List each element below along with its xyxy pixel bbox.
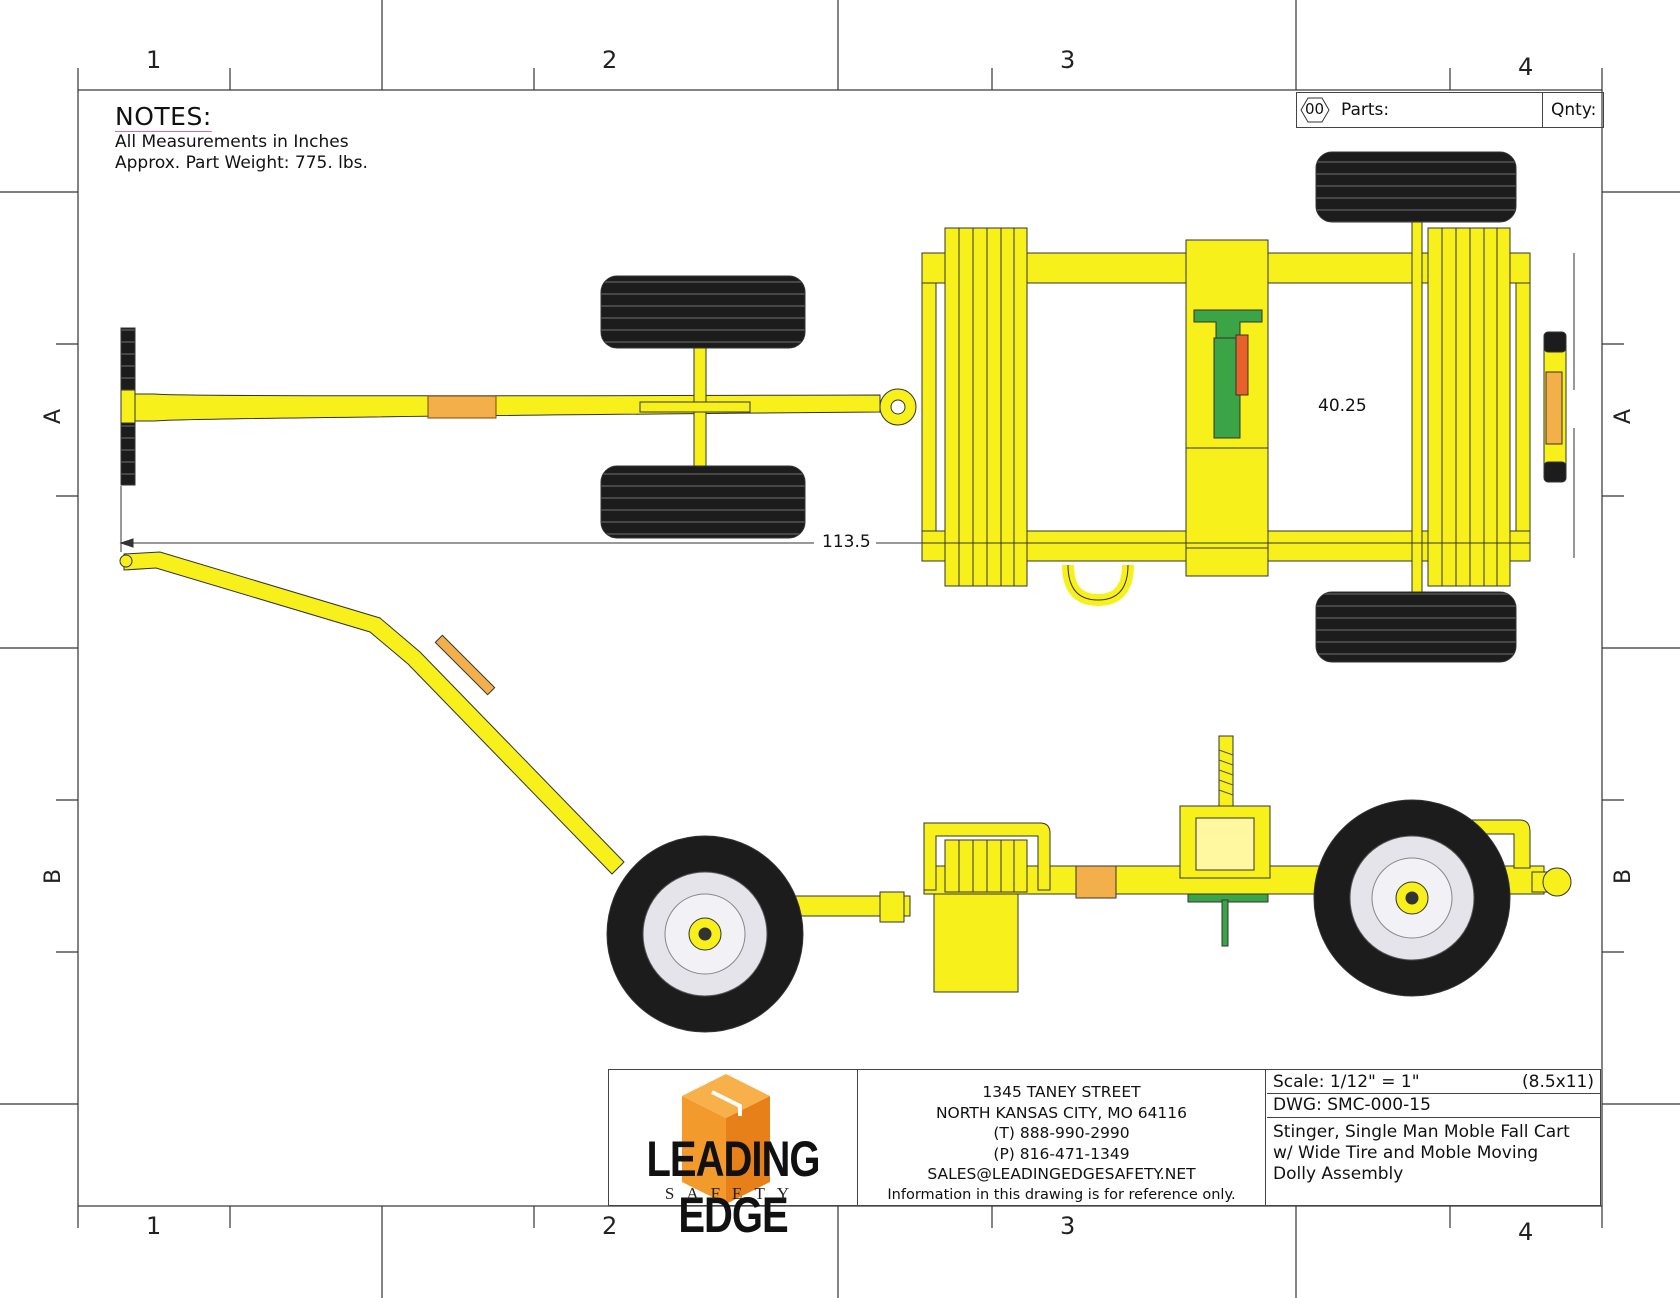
title-line-1: Stinger, Single Man Moble Fall Cart — [1273, 1122, 1570, 1142]
drawing-info: Scale: 1/12" = 1" (8.5x11) DWG: SMC-000-… — [1267, 1070, 1600, 1205]
drawing-title: Stinger, Single Man Moble Fall Cart w/ W… — [1273, 1122, 1598, 1185]
zone-col-1-top: 1 — [146, 46, 162, 74]
address-phone-t: (T) 888-990-2990 — [993, 1124, 1130, 1142]
notes-line-1: All Measurements in Inches — [115, 132, 349, 152]
sheet-size-text: (8.5x11) — [1522, 1072, 1594, 1092]
address-phone-p: (P) 816-471-1349 — [993, 1144, 1130, 1163]
qty-label: Qnty: — [1542, 93, 1596, 127]
zone-col-4-bottom: 4 — [1518, 1218, 1534, 1246]
company-address: 1345 TANEY STREET NORTH KANSAS CITY, MO … — [858, 1070, 1266, 1205]
address-disclaimer: Information in this drawing is for refer… — [887, 1186, 1236, 1203]
parts-badge-number: 00 — [1305, 100, 1325, 118]
address-line-2: NORTH KANSAS CITY, MO 64116 — [935, 1103, 1188, 1122]
top-view — [120, 151, 1567, 663]
parts-table: 00 Parts: Qnty: — [1296, 92, 1604, 128]
zone-col-2-top: 2 — [602, 46, 618, 74]
side-view — [119, 551, 1572, 1033]
zone-col-3-bottom: 3 — [1060, 1212, 1076, 1240]
notes-block: NOTES: All Measurements in Inches Approx… — [115, 103, 368, 174]
dimension-width: 40.25 — [1314, 396, 1371, 416]
drawing-number: DWG: SMC-000-15 — [1273, 1095, 1431, 1115]
title-line-3: Dolly Assembly — [1273, 1164, 1404, 1184]
address-line-1: 1345 TANEY STREET — [982, 1083, 1141, 1101]
logo-wordmark: LEADING EDGE — [646, 1132, 821, 1244]
company-logo: LEADING EDGE SAFETY — [609, 1070, 858, 1243]
title-block: LEADING EDGE SAFETY 1345 TANEY STREET NO… — [608, 1069, 1601, 1243]
dimension-lines — [119, 253, 1575, 558]
dimension-length: 113.5 — [818, 532, 875, 552]
zone-col-4-top: 4 — [1518, 53, 1534, 81]
zone-col-1-bottom: 1 — [146, 1212, 162, 1240]
logo-subtitle: SAFETY — [664, 1184, 802, 1203]
notes-line-2: Approx. Part Weight: 775. lbs. — [115, 153, 368, 173]
scale-text: Scale: 1/12" = 1" — [1273, 1072, 1420, 1092]
logo-cube — [682, 1074, 770, 1204]
zone-col-2-bottom: 2 — [602, 1212, 618, 1240]
zone-col-3-top: 3 — [1060, 46, 1076, 74]
title-line-2: w/ Wide Tire and Moble Moving — [1273, 1143, 1539, 1163]
balloon-hex-icon — [1300, 97, 1330, 123]
address-email: SALES@LEADINGEDGESAFETY.NET — [927, 1165, 1196, 1183]
parts-label: Parts: — [1341, 100, 1390, 120]
notes-heading: NOTES: — [115, 102, 212, 132]
